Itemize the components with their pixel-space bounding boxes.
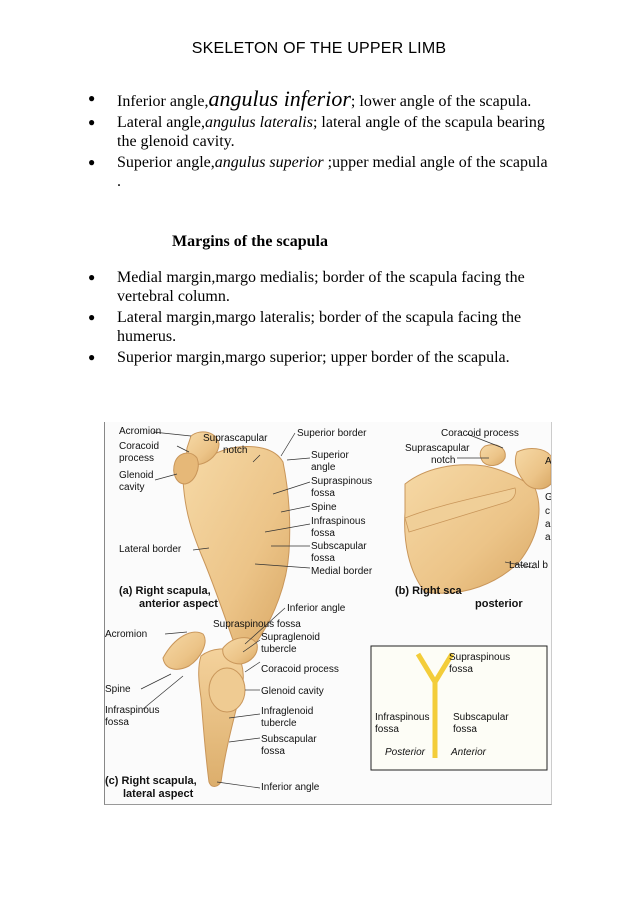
label-c-glenoid: Glenoid cavity (261, 686, 324, 697)
label-b-g-edge-3: a (545, 519, 551, 530)
caption-c-2: lateral aspect (123, 788, 194, 800)
caption-c: (c) Right scapula, (105, 775, 197, 787)
bullet-icon: ● (88, 91, 96, 105)
leader-lines (140, 431, 536, 789)
list-item: ●Superior angle,angulus superior ;upper … (88, 154, 548, 190)
scapula-posterior (404, 444, 551, 594)
label-acromion: Acromion (119, 426, 161, 437)
label-subscapular-fossa: Subscapular (311, 541, 367, 552)
label-supraspinous-fossa-2: fossa (311, 488, 335, 499)
label-suprascapular-notch-2: notch (223, 445, 247, 456)
page-title: SKELETON OF THE UPPER LIMB (191, 40, 447, 57)
label-c-supraglenoid-2: tubercle (261, 644, 297, 655)
label-suprascapular-notch: Suprascapular (203, 433, 268, 444)
label-c-subscapular: Subscapular (261, 734, 317, 745)
label-superior-angle-2: angle (311, 462, 336, 473)
label-b-suprascapular: Suprascapular (405, 443, 470, 454)
bullet-icon: ● (88, 155, 96, 169)
fossa-inset (370, 645, 548, 771)
label-superior-angle: Superior (311, 450, 349, 461)
angles-list: ●Inferior angle,angulus inferior; lower … (88, 86, 548, 193)
label-supraspinous-fossa: Supraspinous (311, 476, 372, 487)
scapula-figure: Acromion Coracoid process Glenoid cavity… (104, 422, 552, 805)
label-c-spine: Spine (105, 684, 131, 695)
label-c-acromion: Acromion (105, 629, 147, 640)
label-c-infraglenoid-2: tubercle (261, 718, 297, 729)
inset-infraspinous: Infraspinous (375, 712, 429, 723)
inset-posterior: Posterior (385, 747, 426, 758)
label-b-coracoid: Coracoid process (441, 428, 519, 439)
section-heading: Margins of the scapula (172, 233, 328, 250)
label-spine: Spine (311, 502, 337, 513)
scapula-anterior (173, 431, 291, 650)
label-c-supraglenoid: Supraglenoid (261, 632, 320, 643)
label-b-g-edge-2: c (545, 506, 550, 517)
label-b-g-edge-4: a (545, 532, 551, 543)
inset-anterior: Anterior (450, 747, 487, 758)
label-medial-border: Medial border (311, 566, 373, 577)
scapula-illustration: Acromion Coracoid process Glenoid cavity… (105, 426, 551, 800)
label-c-coracoid: Coracoid process (261, 664, 339, 675)
label-coracoid: Coracoid (119, 441, 159, 452)
inset-supraspinous-2: fossa (449, 664, 473, 675)
label-c-infraspinous: Infraspinous (105, 705, 159, 716)
label-c-supraspinous: Supraspinous fossa (213, 619, 301, 630)
label-c-infraspinous-2: fossa (105, 717, 129, 728)
list-item: ●Inferior angle,angulus inferior; lower … (88, 86, 532, 111)
caption-b-2: posterior (475, 598, 523, 610)
label-infraspinous-fossa-2: fossa (311, 528, 335, 539)
label-c-inferior-angle: Inferior angle (261, 782, 320, 793)
label-subscapular-fossa-2: fossa (311, 553, 335, 564)
caption-a: (a) Right scapula, (119, 585, 211, 597)
label-coracoid-2: process (119, 453, 154, 464)
list-item: ● Medial margin,margo medialis; border o… (88, 269, 525, 305)
label-c-subscapular-2: fossa (261, 746, 285, 757)
scapula-lateral (162, 631, 258, 787)
label-glenoid: Glenoid (119, 470, 153, 481)
margins-list: ● Medial margin,margo medialis; border o… (88, 268, 548, 369)
label-lateral-border: Lateral border (119, 544, 182, 555)
label-b-suprascapular-2: notch (431, 455, 455, 466)
label-superior-border: Superior border (297, 428, 367, 439)
inset-subscapular-2: fossa (453, 724, 477, 735)
label-infraspinous-fossa: Infraspinous (311, 516, 365, 527)
caption-b: (b) Right sca (395, 585, 462, 597)
list-item: ●Superior margin,margo superior; upper b… (88, 349, 510, 366)
inset-infraspinous-2: fossa (375, 724, 399, 735)
label-glenoid-2: cavity (119, 482, 145, 493)
label-c-infraglenoid: Infraglenoid (261, 706, 313, 717)
inset-supraspinous: Supraspinous (449, 652, 510, 663)
label-inferior-angle: Inferior angle (287, 603, 346, 614)
bullet-icon: ● (88, 270, 96, 284)
list-item: ●Lateral margin,margo lateralis; border … (88, 309, 522, 345)
caption-a-2: anterior aspect (139, 598, 218, 610)
list-item: ● Lateral angle,angulus lateralis; later… (88, 114, 545, 150)
bullet-icon: ● (88, 350, 96, 364)
bullet-icon: ● (88, 115, 96, 129)
inset-subscapular: Subscapular (453, 712, 509, 723)
bullet-icon: ● (88, 310, 96, 324)
label-b-lateral: Lateral b (509, 560, 548, 571)
label-b-a-edge: A (545, 456, 551, 467)
label-b-g-edge: G (545, 492, 551, 503)
